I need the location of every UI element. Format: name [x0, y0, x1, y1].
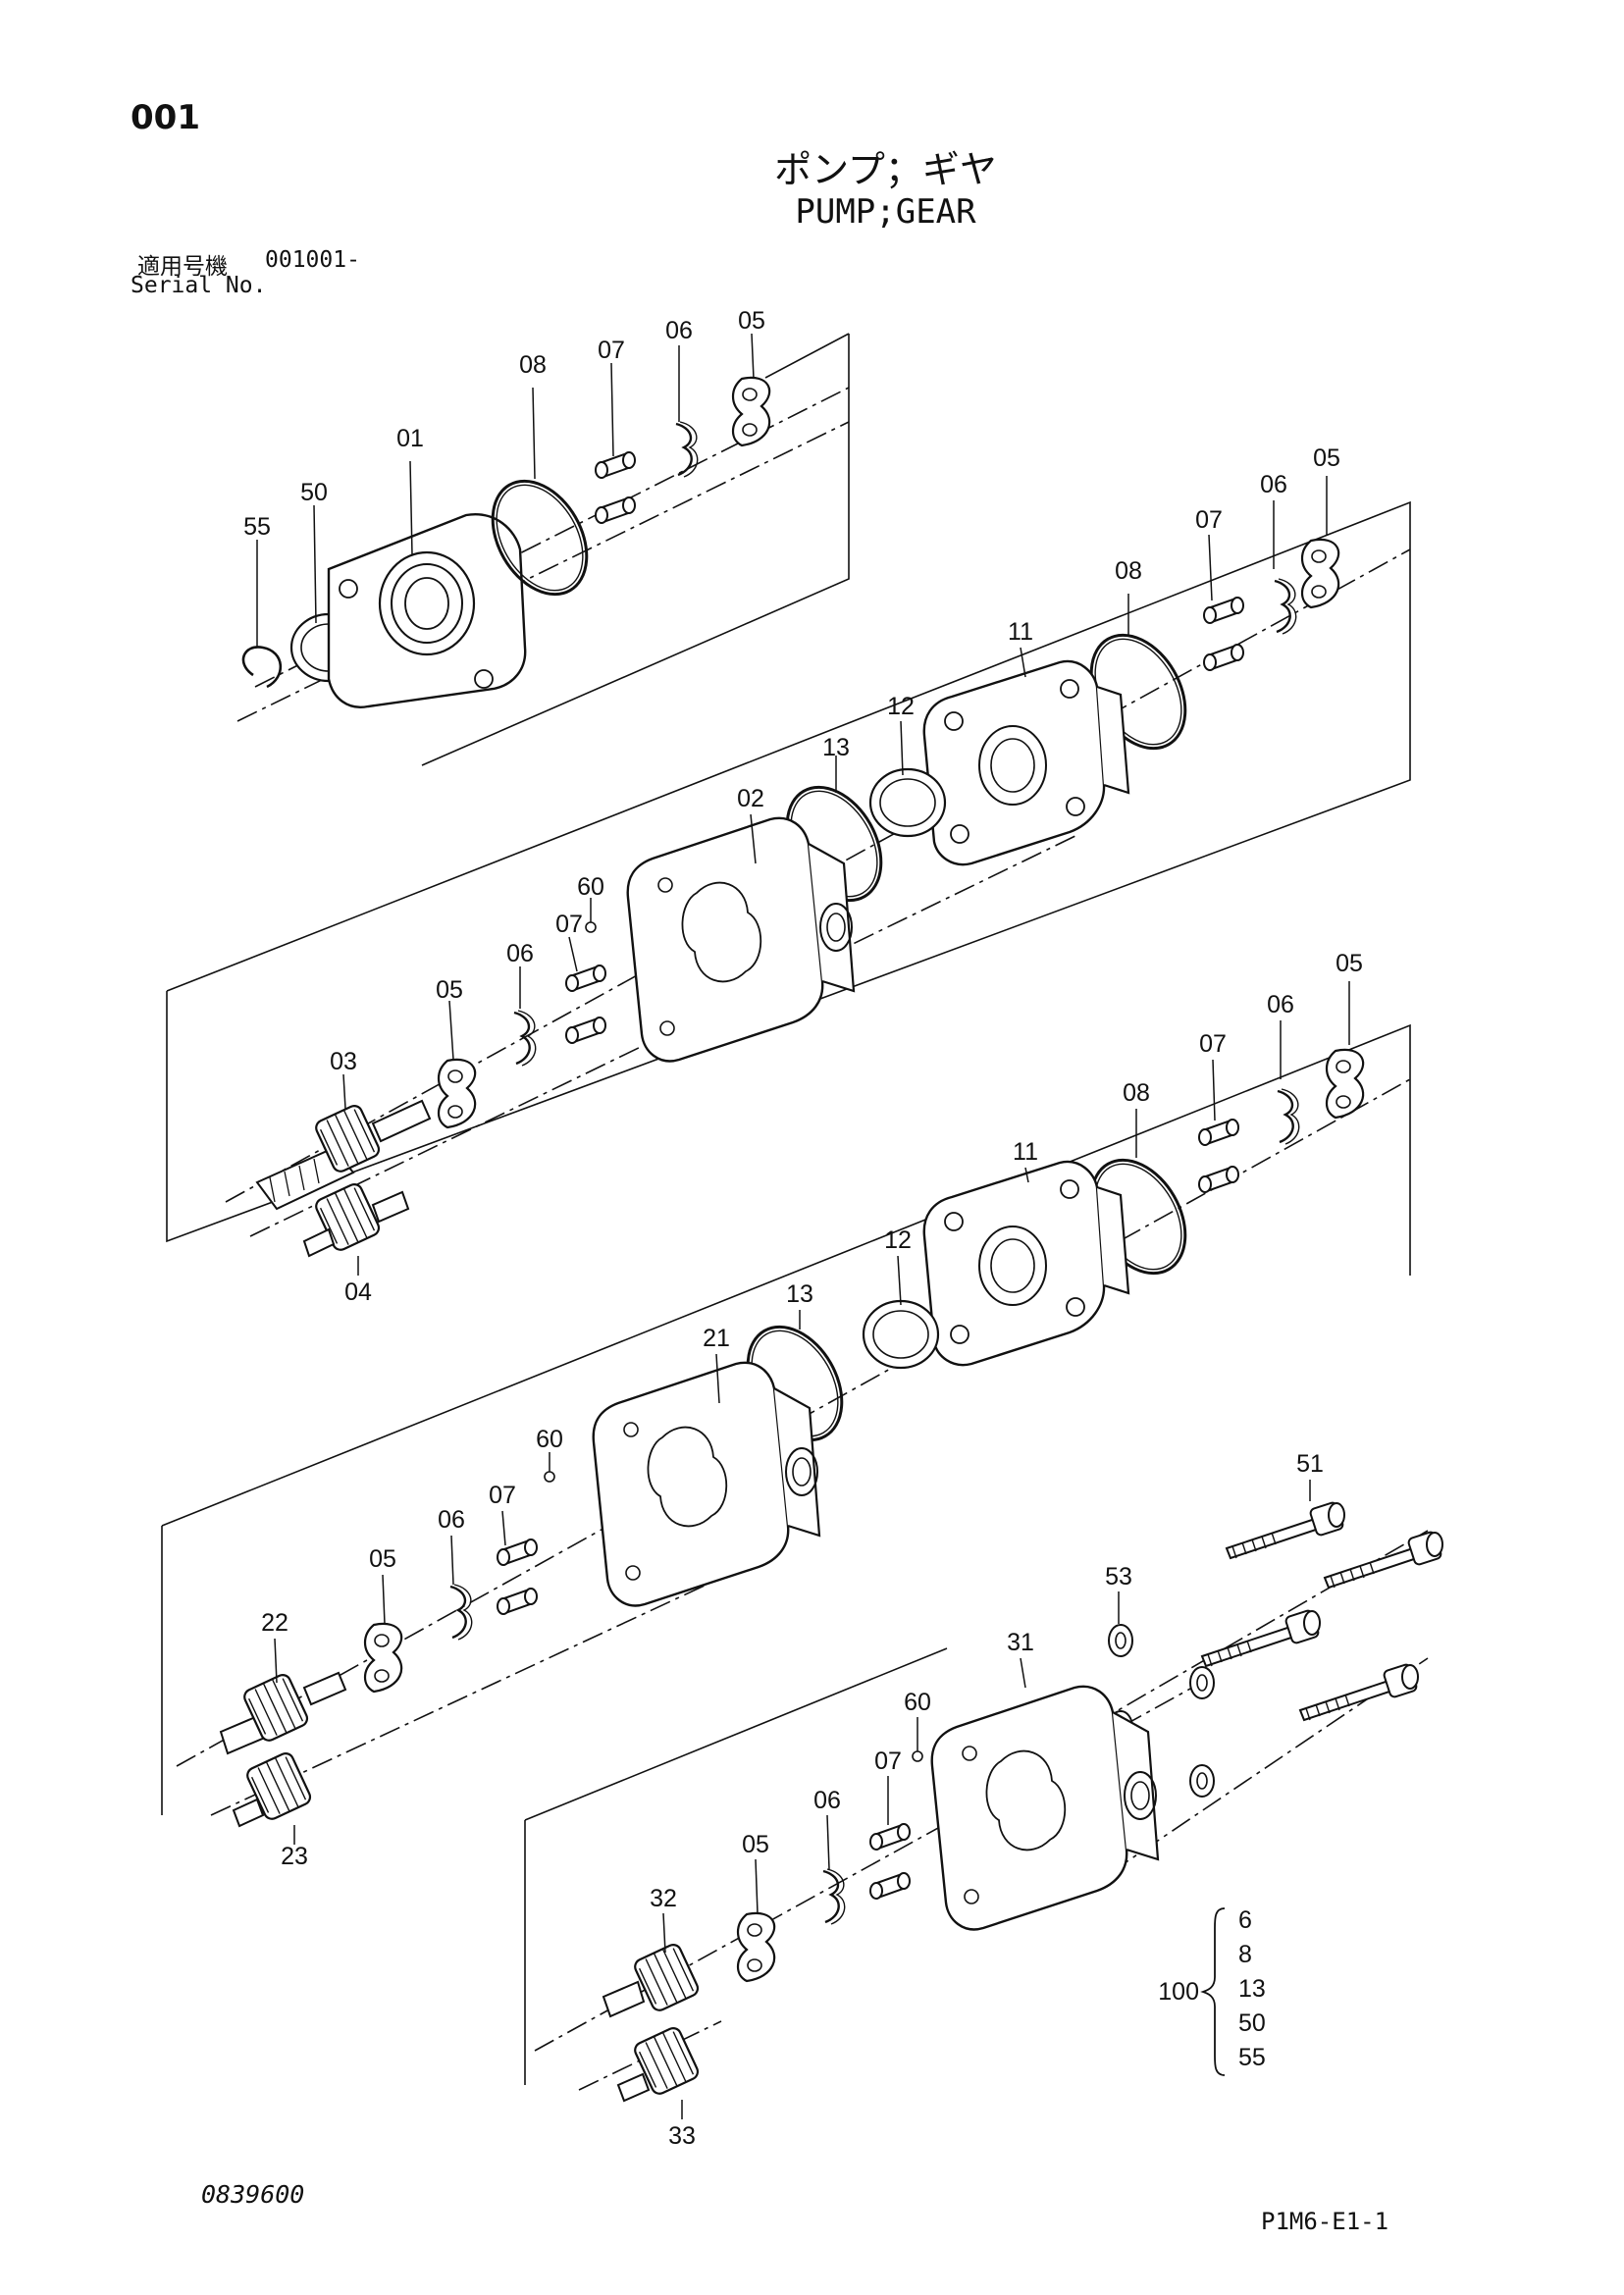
- kit-item: 6: [1238, 1906, 1252, 1934]
- callout-07: 07: [1195, 506, 1223, 534]
- callout-05: 05: [742, 1831, 769, 1858]
- callout-08: 08: [1123, 1079, 1150, 1107]
- callout-07: 07: [598, 337, 625, 364]
- callout-21: 21: [703, 1325, 730, 1352]
- callout-60: 60: [536, 1426, 563, 1453]
- callout-06: 06: [438, 1506, 465, 1534]
- callout-08: 08: [519, 351, 547, 379]
- callout-05: 05: [1313, 444, 1340, 472]
- callout-33: 33: [668, 2122, 696, 2150]
- sheet-code: P1M6-E1-1: [1261, 2208, 1389, 2235]
- callout-13: 13: [822, 734, 850, 761]
- kit-100-legend: 100 6 8 13 50 55: [1158, 1906, 1266, 2076]
- callout-07: 07: [1199, 1030, 1227, 1058]
- kit-item: 55: [1238, 2044, 1266, 2071]
- callout-31: 31: [1007, 1629, 1034, 1656]
- document-code: 0839600: [201, 2180, 305, 2209]
- callout-05: 05: [369, 1545, 396, 1573]
- page-title-jp: ポンプ；ギヤ: [774, 148, 997, 191]
- page-number: 001: [131, 98, 200, 137]
- callout-55: 55: [243, 513, 271, 541]
- callout-11: 11: [1013, 1138, 1038, 1166]
- callout-06: 06: [665, 317, 693, 344]
- kit-item: 8: [1238, 1941, 1252, 1968]
- callout-12: 12: [887, 693, 915, 720]
- kit-number: 100: [1158, 1978, 1199, 2006]
- callout-08: 08: [1115, 557, 1142, 585]
- callout-05: 05: [738, 307, 765, 335]
- callout-07: 07: [874, 1747, 902, 1775]
- assembly-group-3: 05 06 07 08 11 12 13 21 60 07 06 05 22 2…: [161, 950, 1411, 1870]
- callout-02: 02: [737, 785, 764, 812]
- page-title-en: PUMP;GEAR: [795, 192, 976, 232]
- callout-06: 06: [506, 940, 534, 967]
- callout-05: 05: [1336, 950, 1363, 977]
- kit-item: 50: [1238, 2009, 1266, 2037]
- callout-50: 50: [300, 479, 328, 506]
- callout-22: 22: [261, 1609, 288, 1637]
- callout-07: 07: [555, 911, 583, 938]
- kit-item: 13: [1238, 1975, 1266, 2003]
- callout-11: 11: [1008, 618, 1033, 646]
- assembly-group-2: 05 06 07 08 11 12 13 02 60 07 06 05 03 0…: [166, 444, 1411, 1306]
- callout-13: 13: [786, 1280, 813, 1308]
- callout-53: 53: [1105, 1563, 1132, 1591]
- callout-05: 05: [436, 976, 463, 1004]
- serial-value: 001001-: [265, 247, 360, 273]
- callout-06: 06: [1260, 471, 1287, 498]
- callout-51: 51: [1296, 1450, 1324, 1478]
- callout-01: 01: [396, 425, 424, 452]
- callout-60: 60: [577, 873, 604, 901]
- assembly-group-1: 55 50 01 08 07 06 05: [236, 307, 850, 766]
- assembly-group-4: 51 53 31 60 07 06 05 32 33: [524, 1450, 1443, 2150]
- callout-12: 12: [884, 1226, 912, 1254]
- callout-32: 32: [650, 1885, 677, 1912]
- callout-07: 07: [489, 1482, 516, 1509]
- callout-06: 06: [813, 1787, 841, 1814]
- callout-03: 03: [330, 1048, 357, 1075]
- serial-label-jp: 適用号機: [137, 254, 228, 280]
- callout-23: 23: [281, 1843, 308, 1870]
- callout-60: 60: [904, 1689, 931, 1716]
- callout-04: 04: [344, 1278, 372, 1306]
- callout-06: 06: [1267, 991, 1294, 1018]
- serial-label-en: Serial No.: [131, 273, 267, 298]
